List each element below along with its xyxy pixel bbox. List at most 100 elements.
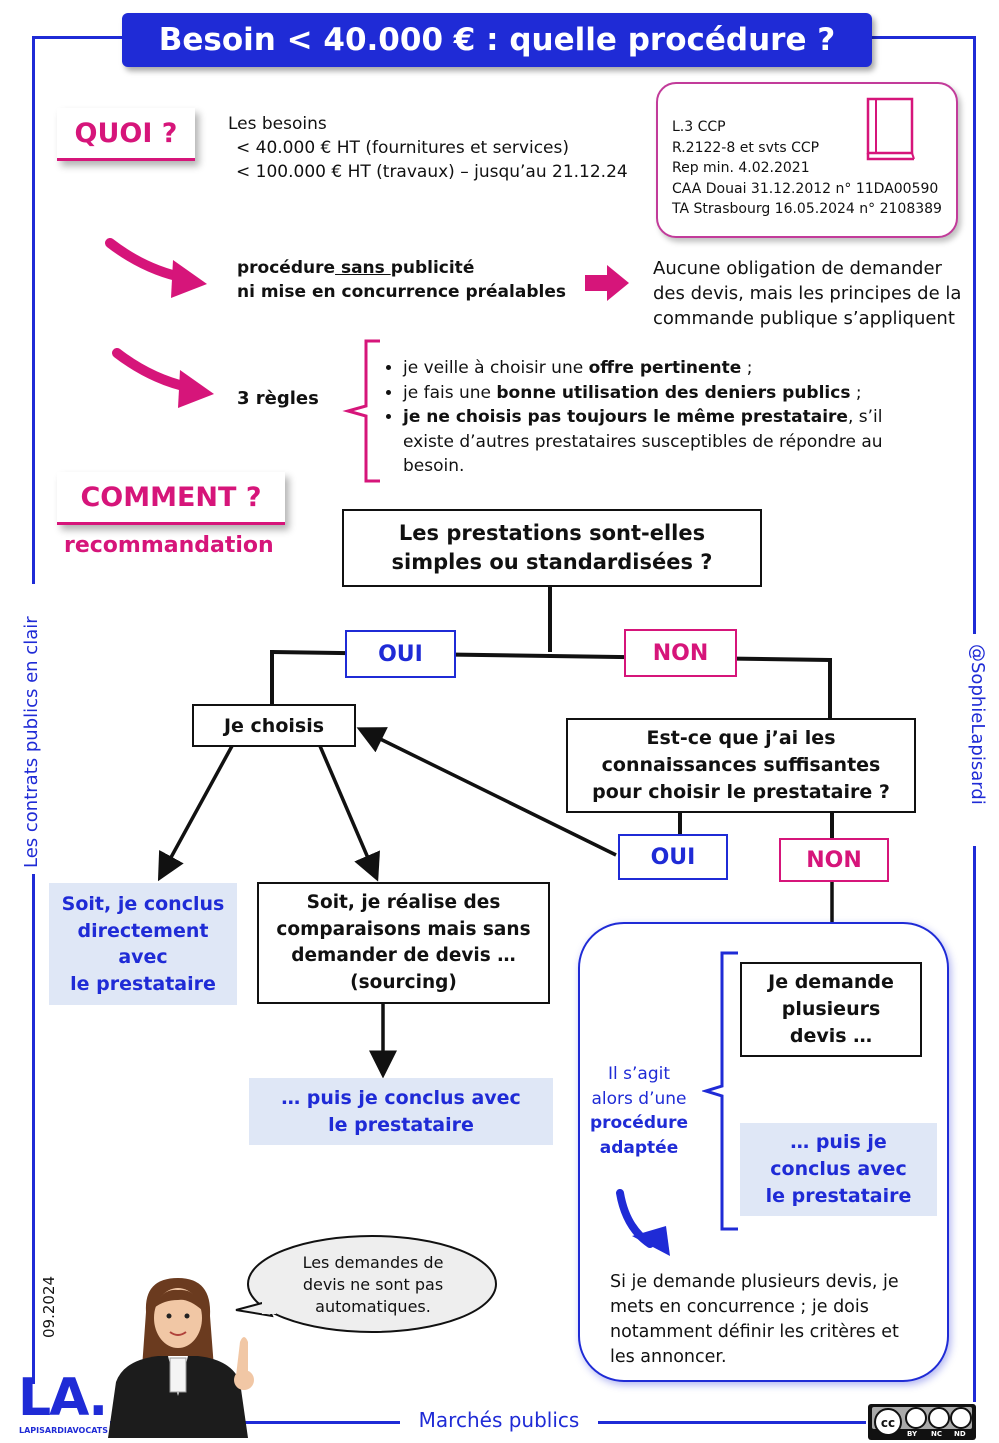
adaptee-line: Il s’agit: [608, 1064, 670, 1084]
devis-line: devis …: [789, 1025, 873, 1047]
question-connaissances: Est-ce que j’ai les connaissances suffis…: [566, 718, 916, 813]
non-label: NON: [624, 629, 737, 677]
direct-line: le prestataire: [70, 972, 216, 995]
frame-left-lower: [32, 874, 35, 1384]
conclude-directly-box: Soit, je conclus directement avec le pre…: [49, 883, 237, 1005]
quoi-line1: Les besoins: [228, 114, 327, 134]
curved-arrow-icon: [112, 348, 214, 408]
direct-line: avec: [118, 946, 168, 968]
rule-item: je ne choisis pas toujours le même prest…: [403, 405, 933, 479]
conclude-line: le prestataire: [328, 1113, 474, 1136]
je-choisis-box: Je choisis: [192, 704, 356, 747]
mise-en-concurrence-note: Si je demande plusieurs devis, je mets e…: [610, 1270, 935, 1370]
curved-arrow-icon: [105, 238, 207, 298]
sourcing-box: Soit, je réalise des comparaisons mais s…: [257, 882, 550, 1004]
procedure-text: procédure sans publicité ni mise en conc…: [237, 256, 577, 304]
sourcing-line: Soit, je réalise des: [306, 892, 501, 913]
frame-right-upper: [973, 36, 976, 634]
brace-icon: [342, 339, 380, 483]
oui-label: OUI: [618, 834, 728, 880]
rule-item: je fais une bonne utilisation des denier…: [403, 381, 933, 406]
sourcing-line: comparaisons mais sans: [276, 918, 531, 940]
rules-list: je veille à choisir une offre pertinente…: [383, 356, 933, 479]
frame-left-upper: [32, 36, 35, 584]
sourcing-line: (sourcing): [350, 971, 457, 993]
cc-icon: cc: [872, 1407, 972, 1436]
note-line: mets en concurrence ; je dois: [610, 1297, 869, 1317]
cc-nd: ND: [954, 1430, 966, 1438]
sourcing-line: demander de devis …: [291, 945, 516, 966]
logo-subtitle: LAPISARDIAVOCATS: [19, 1426, 109, 1435]
adaptee-line: alors d’une: [591, 1088, 687, 1109]
q2-line: Est-ce que j’ai les: [646, 727, 836, 749]
right-side-label: @SophieLapisardi: [967, 644, 988, 805]
reference-item: R.2122-8 et svts CCP: [672, 139, 820, 156]
lawyer-avatar: [108, 1278, 254, 1438]
footer-center-label: Marchés publics: [418, 1408, 580, 1432]
legal-references-box: L.3 CCP R.2122-8 et svts CCP Rep min. 4.…: [656, 82, 958, 238]
bubble-line: devis ne sont pas: [302, 1275, 444, 1294]
procedure-publicite: publicité: [390, 258, 475, 278]
q2-line: connaissances suffisantes: [601, 754, 881, 776]
consequence-line: Aucune obligation de demander: [653, 258, 942, 279]
q1-line: simples ou standardisées ?: [391, 550, 713, 574]
direct-line: directement: [77, 919, 209, 942]
note-line: Si je demande plusieurs devis, je: [610, 1272, 899, 1292]
consequence-line: des devis, mais les principes de la: [653, 283, 962, 304]
logo: LA.: [18, 1368, 108, 1428]
procedure-line1: procédure sans publicité: [237, 256, 577, 280]
svg-text:cc: cc: [881, 1416, 895, 1430]
note-line: les annoncer.: [610, 1347, 727, 1367]
oui-label: OUI: [345, 630, 456, 678]
comment-subtitle: recommandation: [64, 533, 274, 558]
consequence-line: commande publique s’appliquent: [653, 308, 955, 329]
then-conclude-box: … puis je conclus avec le prestataire: [249, 1078, 553, 1145]
q2-line: pour choisir le prestataire ?: [592, 781, 890, 803]
rules-label: 3 règles: [237, 388, 319, 409]
comment-tag: COMMENT ?: [57, 472, 285, 525]
q1-line: Les prestations sont-elles: [398, 521, 706, 545]
adaptee-line: procédure: [589, 1113, 689, 1133]
conclude2-line: le prestataire: [765, 1185, 912, 1207]
frame-bottom-right: [598, 1421, 866, 1424]
procedure-sans: sans: [335, 258, 391, 278]
frame-top-right: [870, 36, 976, 39]
book-icon: [866, 97, 915, 161]
adaptee-line: adaptée: [599, 1137, 679, 1158]
quoi-text: Les besoins < 40.000 € HT (fournitures e…: [228, 112, 648, 184]
license-badge: cc BY NC ND: [868, 1404, 976, 1440]
bubble-line: Les demandes de: [302, 1253, 444, 1272]
reference-item: TA Strasbourg 16.05.2024 n° 2108389: [672, 201, 942, 217]
reference-item: L.3 CCP: [672, 119, 726, 135]
bubble-line: automatiques.: [315, 1297, 431, 1316]
frame-bottom-left: [110, 1421, 400, 1424]
quoi-tag: QUOI ?: [57, 108, 195, 161]
quoi-line3: < 100.000 € HT (travaux) – jusqu’au 21.1…: [236, 162, 628, 182]
then-conclude-box-2: … puis je conclus avec le prestataire: [740, 1123, 937, 1216]
devis-line: plusieurs: [781, 998, 881, 1020]
left-side-label: Les contrats publics en clair: [21, 616, 42, 868]
brace-icon: [702, 951, 738, 1231]
page-title: Besoin < 40.000 € : quelle procédure ?: [122, 13, 872, 67]
reference-item: Rep min. 4.02.2021: [672, 160, 810, 176]
date-label: 09.2024: [40, 1275, 58, 1338]
conclude2-line: … puis je: [790, 1131, 887, 1153]
cc-by: BY: [907, 1430, 918, 1438]
bubble-text: Les demandes de devis ne sont pas automa…: [268, 1252, 478, 1318]
references-list: L.3 CCP R.2122-8 et svts CCP Rep min. 4.…: [672, 117, 942, 220]
direct-line: Soit, je conclus: [61, 893, 225, 915]
curved-arrow-icon: [616, 1189, 670, 1256]
non-label: NON: [779, 838, 889, 882]
procedure-line2: ni mise en concurrence préalables: [237, 282, 566, 302]
cc-nc: NC: [931, 1430, 942, 1438]
quoi-line2: < 40.000 € HT (fournitures et services): [236, 138, 569, 158]
right-arrow-icon: [585, 265, 629, 301]
procedure-word: procédure: [237, 258, 336, 278]
frame-right-lower: [973, 846, 976, 1402]
reference-item: CAA Douai 31.12.2012 n° 11DA00590: [672, 180, 939, 197]
conclude-line: … puis je conclus avec: [281, 1087, 521, 1109]
frame-top-left: [32, 36, 124, 39]
devis-line: Je demande: [768, 971, 894, 993]
conclude2-line: conclus avec: [770, 1158, 907, 1180]
question-simple-standard: Les prestations sont-elles simples ou st…: [342, 509, 762, 587]
